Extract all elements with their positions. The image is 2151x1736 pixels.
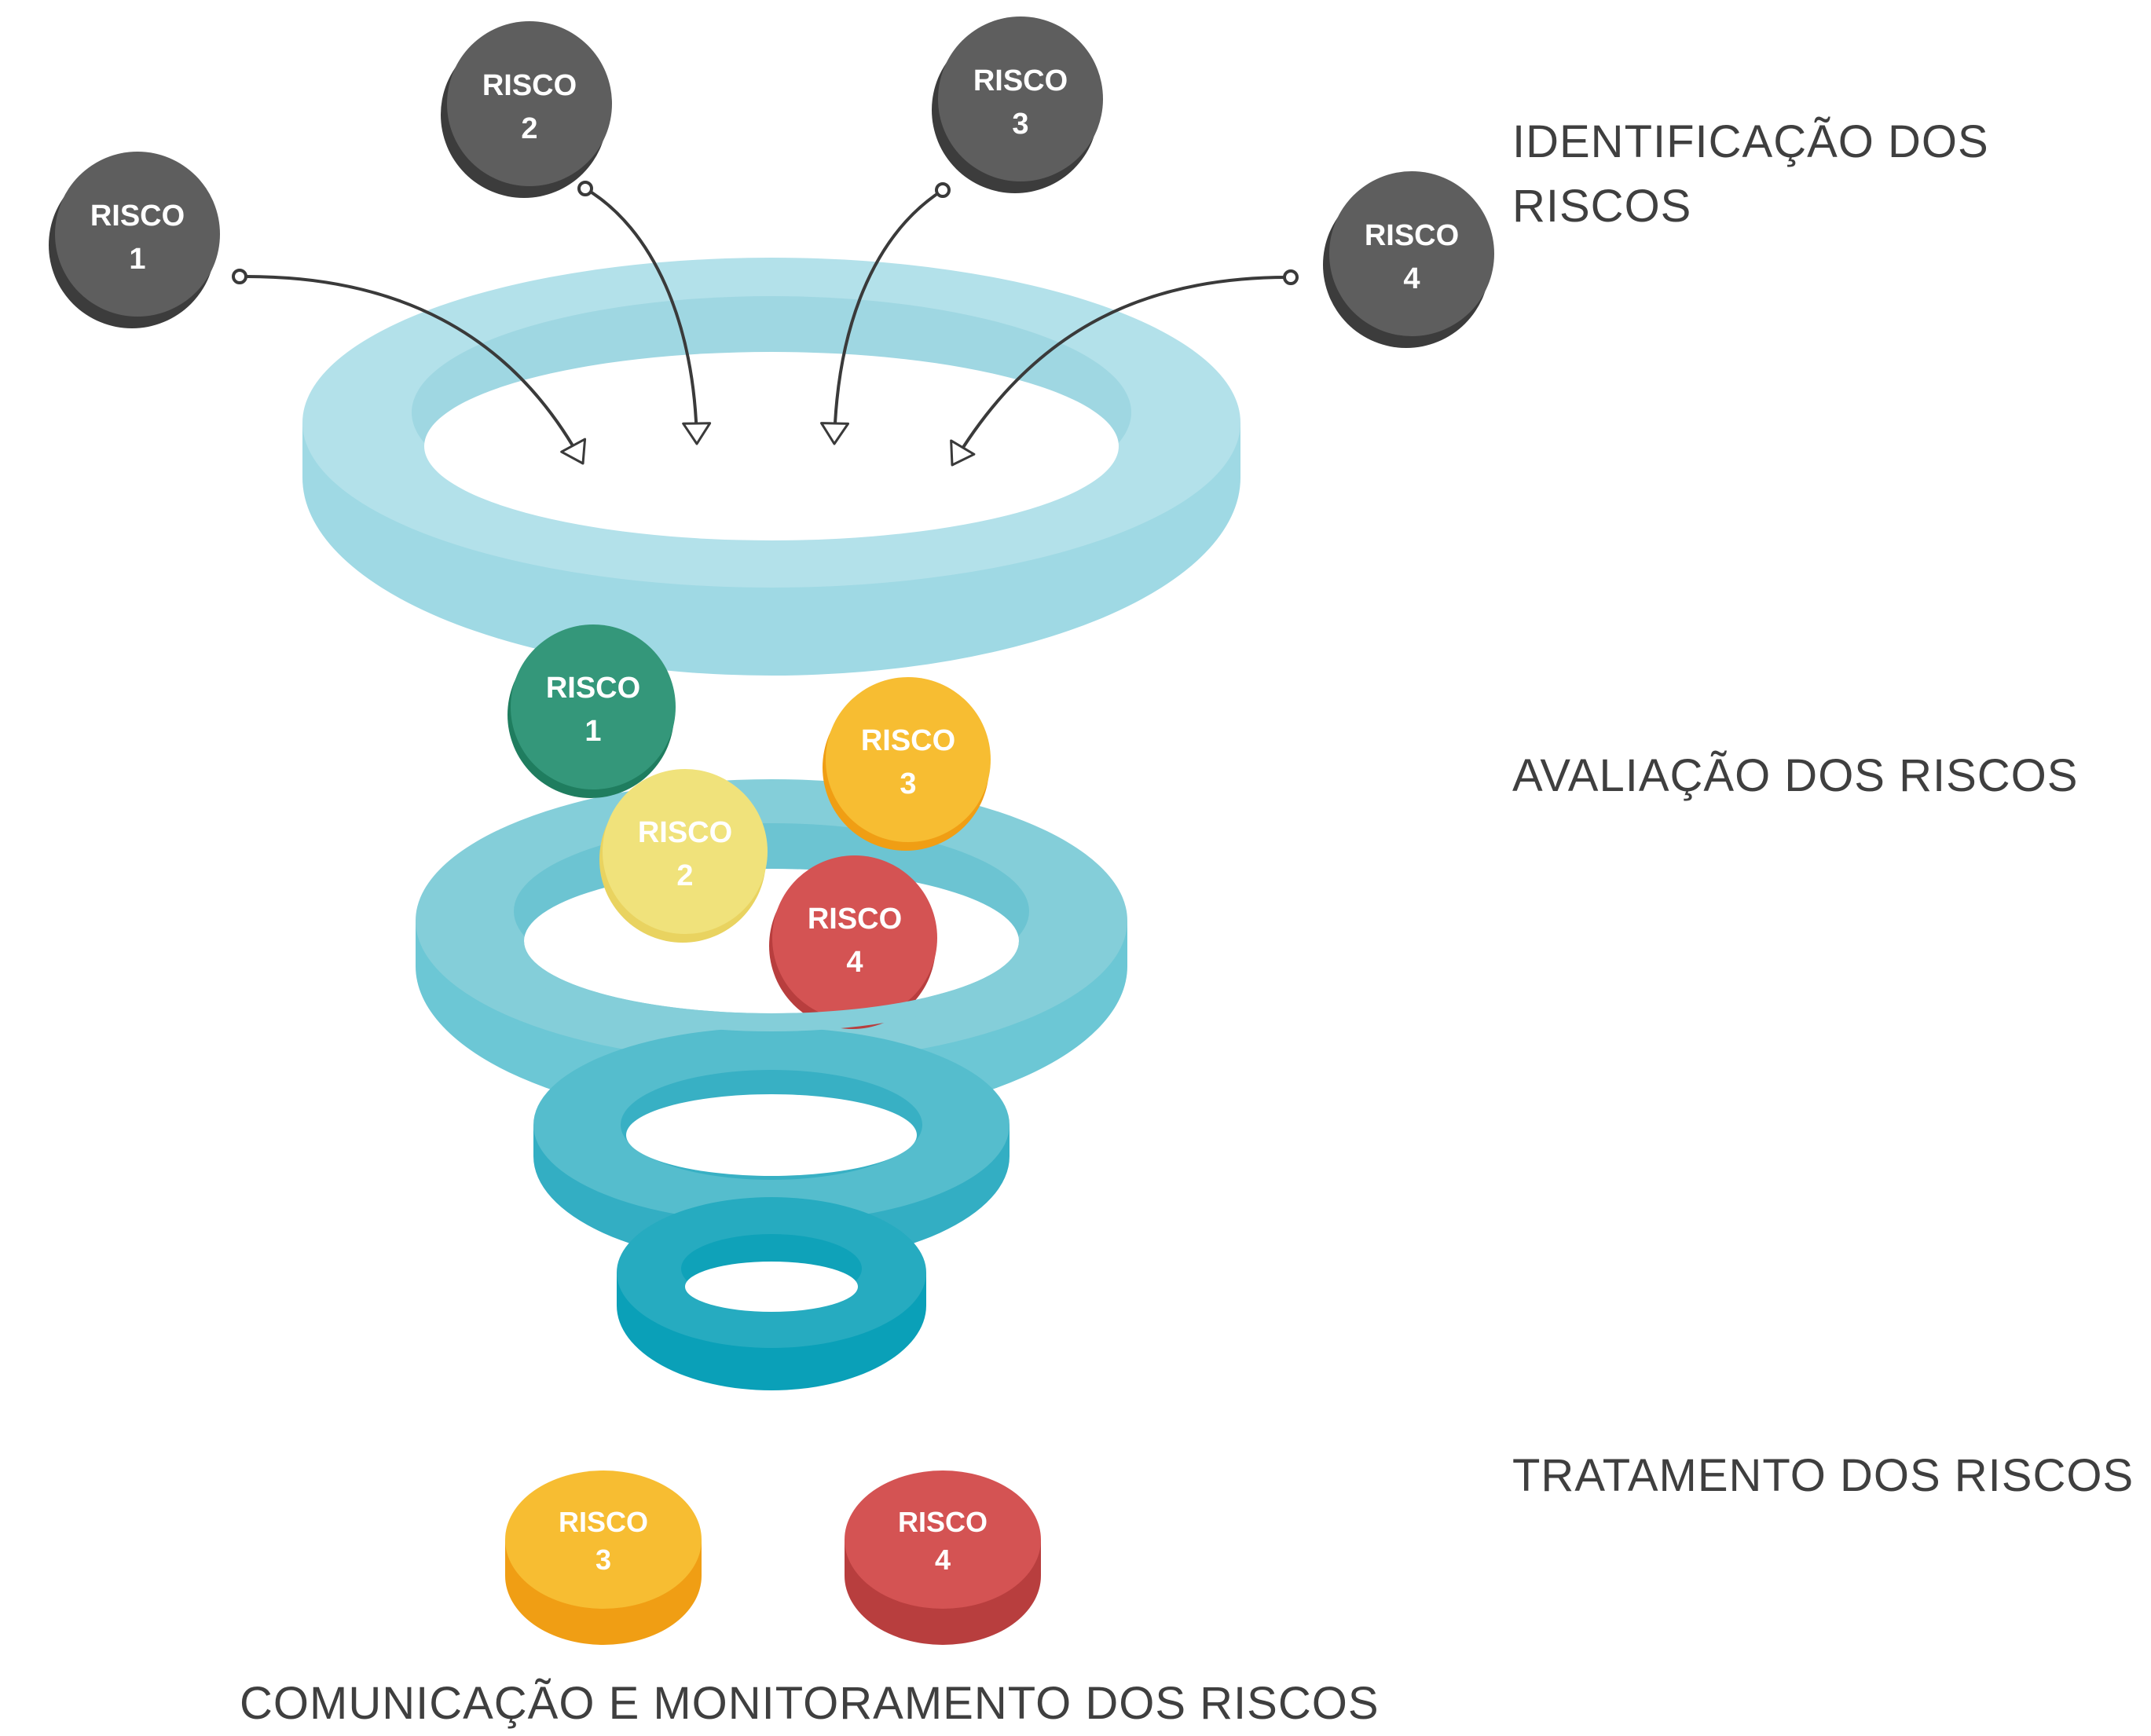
risk-identified-1-word: RISCO — [90, 200, 185, 233]
risk-assessed-1: RISCO 1 — [508, 624, 676, 798]
risk-assessed-4-word: RISCO — [808, 903, 902, 936]
arrow-risk-3 — [820, 189, 944, 445]
risk-treated-3: RISCO 3 — [505, 1470, 702, 1645]
risk-identified-4-word: RISCO — [1365, 219, 1459, 252]
arrow-risk-2-start — [577, 181, 593, 196]
risk-assessed-2-word: RISCO — [638, 816, 732, 849]
arrow-risk-4 — [950, 275, 1292, 467]
risk-assessed-4-num: 4 — [846, 946, 863, 979]
arrow-risk-1 — [239, 274, 587, 465]
risk-assessed-3-num: 3 — [900, 767, 916, 800]
risk-identified-3-word: RISCO — [973, 64, 1068, 97]
risk-assessed-4: RISCO 4 — [769, 855, 937, 1029]
funnel-ring-lower — [533, 1027, 1010, 1265]
funnel-ring-middle-front-lip — [506, 941, 1037, 1031]
risk-treated-4-num: 4 — [935, 1544, 951, 1576]
arrow-risk-1-start — [232, 269, 247, 284]
arrow-risk-3-start — [935, 182, 951, 198]
risk-assessed-3: RISCO 3 — [823, 677, 991, 851]
funnel-ring-bottom — [617, 1197, 926, 1390]
risk-treated-4-word: RISCO — [898, 1506, 988, 1538]
risk-assessed-1-num: 1 — [584, 715, 601, 748]
risk-assessed-1-word: RISCO — [546, 672, 640, 705]
risk-identified-2: RISCO 2 — [441, 21, 612, 198]
risk-treated-4: RISCO 4 — [845, 1470, 1041, 1645]
risk-treated-3-word: RISCO — [559, 1506, 648, 1538]
arrow-risk-4-start — [1283, 269, 1299, 285]
stage-label-treatment: TRATAMENTO DOS RISCOS — [1512, 1450, 2135, 1501]
risk-treated-3-num: 3 — [595, 1544, 611, 1576]
risk-identified-1-num: 1 — [129, 243, 145, 276]
stage-label-identification-line1: IDENTIFICAÇÃO DOS — [1512, 116, 1989, 167]
risk-assessed-2-num: 2 — [676, 859, 693, 892]
risk-identified-3-num: 3 — [1012, 108, 1028, 141]
stage-label-communication: COMUNICAÇÃO E MONITORAMENTO DOS RISCOS — [240, 1678, 1380, 1729]
risk-identified-2-num: 2 — [521, 112, 537, 145]
stage-label-assessment: AVALIAÇÃO DOS RISCOS — [1512, 750, 2079, 801]
risk-identified-1: RISCO 1 — [49, 152, 220, 328]
risk-assessed-2: RISCO 2 — [599, 769, 768, 943]
arrows — [232, 181, 1299, 467]
stage-label-identification: IDENTIFICAÇÃO DOS RISCOS — [1512, 110, 1989, 239]
arrow-risk-2 — [584, 187, 712, 445]
risk-identified-2-word: RISCO — [482, 69, 577, 102]
risk-assessed-3-word: RISCO — [861, 724, 955, 757]
risk-identified-4: RISCO 4 — [1323, 171, 1494, 348]
stage-label-identification-line2: RISCOS — [1512, 181, 1692, 232]
funnel-ring-top — [302, 258, 1240, 676]
risk-identified-4-num: 4 — [1403, 262, 1420, 295]
risk-identified-3: RISCO 3 — [932, 16, 1103, 193]
